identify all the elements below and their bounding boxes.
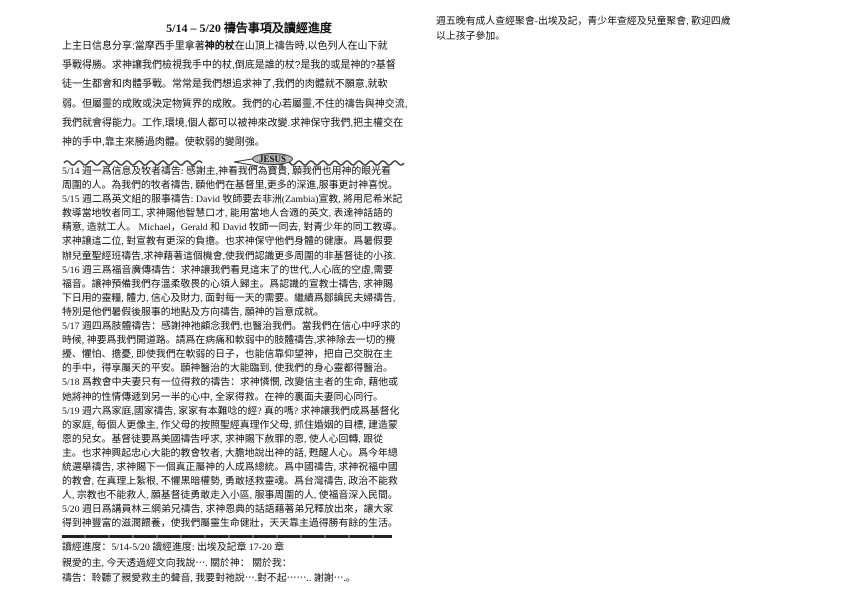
prayer-line: 5/18 爲教會中夫妻只有一位得救的禱告：求神憐憫, 改變信主者的生命, 藉他或: [62, 377, 399, 389]
notice-line: 週五晚有成人查經聚會-出埃及記，青少年查經及兒童聚會, 歡迎四歲: [436, 16, 731, 27]
prayer-line: 下日用的靈糧, 體力, 信心及財力, 面對每一天的需要。繼續爲鄒鎮民夫婦禱告,: [62, 292, 396, 304]
prayer-line: 辦兒童聖經班禱告,求神藉著這個機會,使我們認識更多周圍的非基督徒的小孩.: [62, 250, 396, 262]
prayer-line: 5/14 週一爲信息及牧者禱告: 感謝主,神看我們為寶貴, 願我們也用神的眼光看: [62, 166, 391, 177]
prayer-line: 時候, 神要爲我們開道路。請爲在病痛和軟弱中的肢體禱告,求神除去一切的攪: [62, 335, 396, 347]
prayer-line: 教導當地牧者同工, 求神賜他智慧口才, 能用當地人合適的英文, 表達神話語的: [62, 208, 393, 220]
intro-bold-text: 神的杖: [204, 41, 235, 52]
page-title: 5/14 – 5/20 禱告事項及讀經進度: [166, 21, 332, 35]
intro-line: 神的手中,靠主來勝過肉體。使軟弱的變剛強。: [62, 136, 265, 148]
prayer-line: 得到神豐富的滋潤餵養，使我們屬靈生命健壯，天天靠主過得勝有餘的生活。: [62, 518, 398, 530]
prayer-line: 5/15 週二爲英文組的服事禱告: David 牧師要去非洲(Zambia)宣教…: [62, 194, 403, 206]
intro-line: 弱。但屬靈的成敗或決定物質界的成敗。我們的心若屬靈,不住的禱告與神交流,: [62, 98, 408, 110]
prayer-line: 精意, 造就工人。 Michael，Gerald 和 David 牧師一同去, …: [62, 222, 403, 234]
prayer-line: 她將神的性情傳遞到另一半的心中, 全家得救。在神的裏面夫妻同心同行。: [62, 391, 383, 403]
intro-line: 徒一生都會和肉體爭戰。常常是我們想追求神了,我們的肉體就不願意,就軟: [62, 79, 388, 91]
intro-text: 上主日信息分享:當摩西手里拿著: [62, 41, 205, 52]
intro-line: 我們就會得能力。工作,環境,個人都可以被神來改變.求神保守我們,把主權交在: [62, 117, 404, 129]
right-column-notice: 週五晚有成人查經聚會-出埃及記，青少年查經及兒童聚會, 歡迎四歲 以上孩子參加。: [436, 14, 731, 44]
devotion-prompt: 親愛的主, 今天透過經文向我說⋯. 關於神： 關於我：: [62, 557, 292, 569]
prayer-line: 福音。讓神預備我們存溫柔敬畏的心領人歸主。爲認識的宣教士禱告, 求神賜: [62, 278, 393, 290]
prayer-line: 人, 宗教也不能救人, 願基督徒勇敢走入小區, 服事周圍的人, 使福音深入民間。: [62, 490, 398, 502]
prayer-line: 求神讓這二位, 對宣教有更深的負擔。也求神保守他們身體的健康。爲暑假要: [62, 236, 393, 248]
prayer-line: 的手中，得享屬天的平安。願神醫治的大能臨到, 使我們的身心靈都得醫治。: [62, 363, 393, 375]
intro-text: 在山頂上禱告時,以色列人在山下就: [234, 41, 388, 52]
intro-line: 上主日信息分享:當摩西手里拿著神的杖在山頂上禱告時,以色列人在山下就: [62, 37, 434, 56]
prayer-line: 特別是他們暑假後服事的地點及方向禱告, 願神的旨意成就。: [62, 306, 324, 318]
prayer-line: 擾、懼怕、擔憂, 即使我們在軟弱的日子，也能信靠仰望神，把自己交脫在主: [62, 349, 393, 361]
prayer-line: 的家庭, 每個人更像主, 作父母的按照聖經真理作父母, 抓住婚姻的目標, 建造蒙: [62, 419, 398, 431]
prayer-line: 的教會, 在真理上紮根, 不懼黑暗權勢, 勇敢拯救靈魂。爲台灣禱告, 政治不能救: [62, 476, 398, 488]
sermon-summary: 上主日信息分享:當摩西手里拿著神的杖在山頂上禱告時,以色列人在山下就 爭戰得勝。…: [62, 37, 434, 152]
prayer-line: 恩的兒女。基督徒要爲美國禱告呼求, 求神賜下赦罪的恩, 使人心回轉, 跟從: [62, 433, 383, 445]
section-divider: [62, 535, 392, 538]
reading-progress: 讀經進度：5/14-5/20 讀經進度: 出埃及記章 17-20 章: [62, 542, 285, 553]
prayer-line: 周圍的人。為我們的牧者禱告, 願他們在基督里,更多的深進,服事更討神喜悅。: [62, 180, 398, 192]
jesus-fish-logo: JESUS: [252, 153, 294, 165]
prayer-line: 主。也求神興起忠心大能的教會牧者, 大膽地說出神的話, 甦醒人心。爲今年總: [62, 447, 398, 459]
prayer-line: 5/20 週日爲講員林三綱弟兄禱告, 求神恩典的話語藉著弟兄釋放出來，讓大家: [62, 504, 394, 516]
intro-line: 爭戰得勝。求神讓我們檢視我手中的杖,倒底是誰的杖?是我的或是神的?基督: [62, 60, 396, 72]
prayer-line: 5/17 週四爲肢體禱告：感謝神祂顧念我們,也醫治我們。當我們在信心中呼求的: [62, 321, 401, 333]
prayer-line: 統選舉禱告, 求神賜下一個真正屬神的人成爲總統。爲中國禱告, 求神祝福中國: [62, 461, 398, 473]
prayer-prompt: 禱告：聆聽了親愛救主的聲音, 我要對祂說⋯.對不起⋯⋯.. 謝謝⋯.。: [62, 573, 356, 584]
notice-line: 以上孩子參加。: [436, 31, 506, 42]
wave-divider-icon: [63, 157, 405, 167]
prayer-items: 5/14 週一爲信息及牧者禱告: 感謝主,神看我們為寶貴, 願我們也用神的眼光看…: [62, 165, 438, 531]
prayer-line: 5/19 週六爲家庭,國家禱告, 家家有本難唸的經? 真的嗎? 求神讓我們成爲基…: [62, 405, 400, 417]
jesus-fish-divider: JESUS: [62, 153, 436, 167]
reading-section: 讀經進度：5/14-5/20 讀經進度: 出埃及記章 17-20 章 親愛的主,…: [62, 540, 356, 587]
prayer-line: 5/16 週三爲福音廣傳禱告：求神讓我們看見這末了的世代,人心底的空虛,需要: [62, 264, 394, 276]
